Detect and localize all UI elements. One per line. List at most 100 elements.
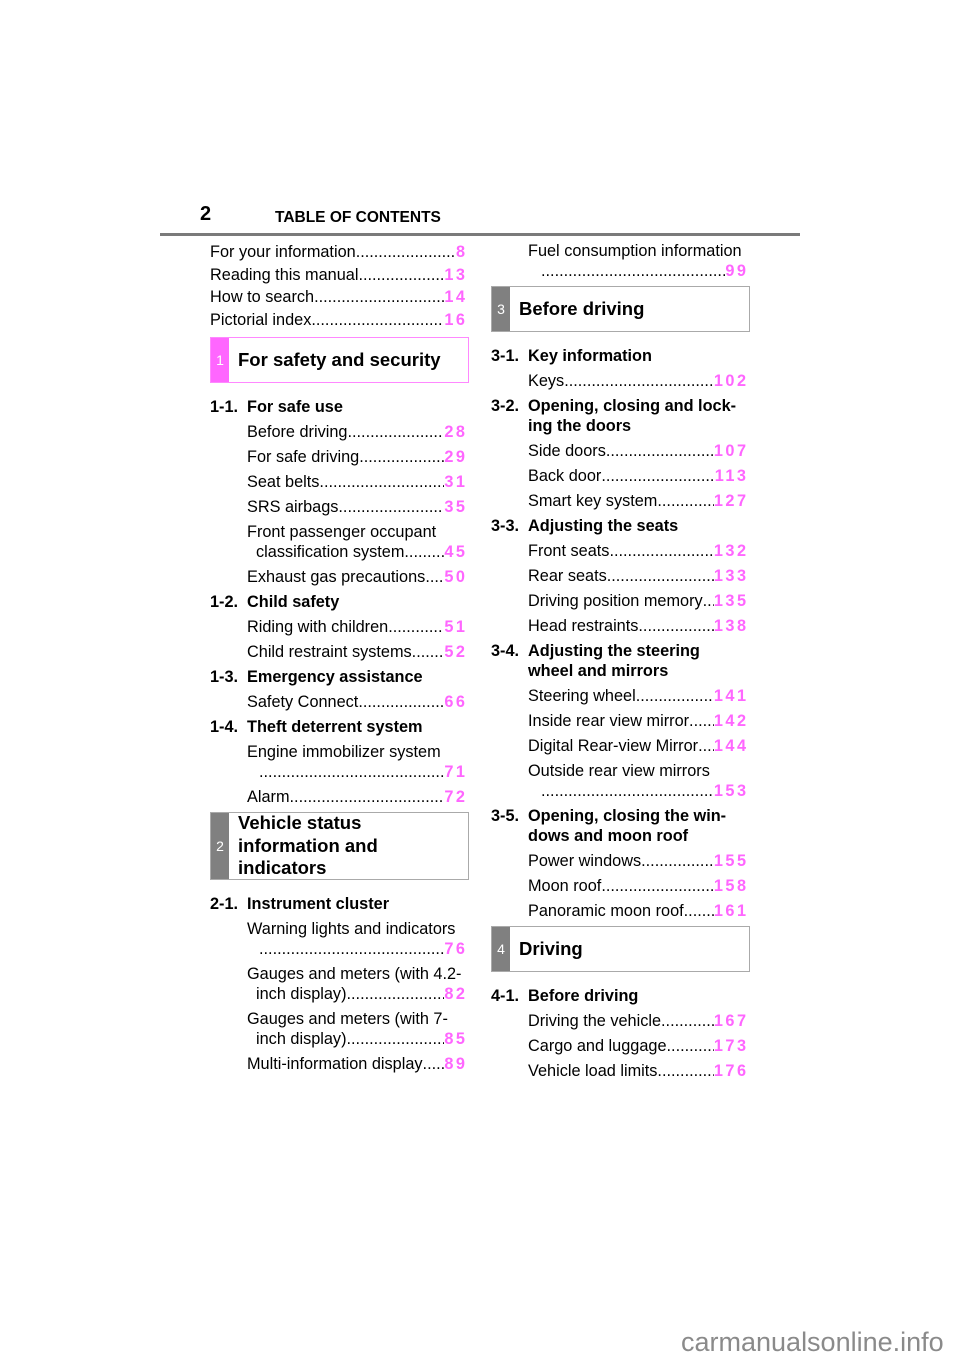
toc-entry[interactable]: For your information8 bbox=[210, 241, 465, 264]
toc-section-heading[interactable]: 3-3.Adjusting the seats bbox=[491, 516, 746, 536]
toc-entry[interactable]: Driving the vehicle167 bbox=[528, 1011, 746, 1031]
toc-entry[interactable]: Pictorial index 16 bbox=[210, 309, 465, 332]
toc-section-heading[interactable]: 4-1.Before driving bbox=[491, 986, 746, 1006]
toc-entry[interactable]: Child restraint systems52 bbox=[247, 642, 465, 662]
toc-entry[interactable]: Vehicle load limits176 bbox=[528, 1061, 746, 1081]
toc-page-link[interactable]: 66 bbox=[444, 692, 468, 711]
toc-page-link[interactable]: 50 bbox=[444, 567, 468, 586]
toc-entry-line: Power windows155 bbox=[528, 851, 746, 871]
toc-page-link[interactable]: 161 bbox=[713, 902, 749, 920]
toc-entry[interactable]: Panoramic moon roof161 bbox=[528, 901, 746, 921]
toc-entry[interactable]: How to search14 bbox=[210, 286, 465, 309]
toc-page-link[interactable]: 176 bbox=[713, 1062, 749, 1080]
toc-entry[interactable]: Moon roof158 bbox=[528, 876, 746, 896]
toc-entry-text: Pictorial index bbox=[210, 311, 312, 330]
toc-page-link[interactable]: 89 bbox=[444, 1054, 468, 1073]
toc-page-link[interactable]: 155 bbox=[713, 852, 749, 870]
section-title-line: Adjusting the steering bbox=[528, 642, 700, 660]
toc-entry[interactable]: Front seats132 bbox=[528, 541, 746, 561]
toc-page-link[interactable]: 85 bbox=[444, 1029, 468, 1048]
toc-page-link[interactable]: 102 bbox=[713, 372, 749, 390]
toc-entry-line: Before driving28 bbox=[247, 422, 465, 442]
toc-section-heading[interactable]: 1-3.Emergency assistance bbox=[210, 667, 465, 687]
toc-page-link[interactable]: 76 bbox=[444, 939, 468, 958]
toc-page-link[interactable]: 99 bbox=[725, 262, 749, 280]
toc-page-link[interactable]: 35 bbox=[444, 497, 468, 516]
toc-page-link[interactable]: 31 bbox=[444, 472, 468, 491]
toc-page-link[interactable]: 28 bbox=[444, 422, 468, 441]
toc-entry[interactable]: Engine immobilizer system71 bbox=[247, 742, 465, 782]
dot-leader bbox=[359, 447, 444, 467]
dot-leader bbox=[661, 1011, 714, 1031]
toc-page-link[interactable]: 107 bbox=[713, 442, 749, 460]
toc-entry[interactable]: Side doors107 bbox=[528, 441, 746, 461]
toc-section-heading[interactable]: 1-1.For safe use bbox=[210, 397, 465, 417]
toc-entry[interactable]: Alarm72 bbox=[247, 787, 465, 807]
toc-section-heading[interactable]: 2-1.Instrument cluster bbox=[210, 894, 465, 914]
toc-page-link[interactable]: 167 bbox=[713, 1012, 749, 1030]
toc-entry[interactable]: Driving position memory135 bbox=[528, 591, 746, 611]
toc-section-heading[interactable]: 1-4.Theft deterrent system bbox=[210, 717, 465, 737]
toc-entry[interactable]: Rear seats133 bbox=[528, 566, 746, 586]
dot-leader bbox=[358, 264, 444, 287]
toc-page-link[interactable]: 127 bbox=[713, 492, 749, 510]
toc-section-heading[interactable]: 3-5.Opening, closing the win-dows and mo… bbox=[491, 806, 746, 846]
toc-page-link[interactable]: 14 bbox=[444, 288, 468, 307]
toc-entry[interactable]: Cargo and luggage 173 bbox=[528, 1036, 746, 1056]
toc-entry[interactable]: Multi-information display89 bbox=[247, 1054, 465, 1074]
toc-entry[interactable]: Exhaust gas precautions50 bbox=[247, 567, 465, 587]
toc-page-link[interactable]: 16 bbox=[444, 311, 468, 330]
toc-page-link[interactable]: 51 bbox=[444, 617, 468, 636]
toc-entry[interactable]: Outside rear view mirrors153 bbox=[528, 761, 746, 801]
toc-page-link[interactable]: 144 bbox=[713, 737, 749, 755]
toc-page-link[interactable]: 52 bbox=[444, 642, 468, 661]
toc-entry[interactable]: Back door113 bbox=[528, 466, 746, 486]
toc-page-link[interactable]: 13 bbox=[444, 265, 468, 284]
toc-page-link[interactable]: 82 bbox=[444, 984, 468, 1003]
toc-section-heading[interactable]: 3-2.Opening, closing and lock-ing the do… bbox=[491, 396, 746, 436]
toc-entry[interactable]: Steering wheel141 bbox=[528, 686, 746, 706]
toc-section-heading[interactable]: 1-2.Child safety bbox=[210, 592, 465, 612]
toc-section-heading[interactable]: 3-1.Key information bbox=[491, 346, 746, 366]
toc-entry[interactable]: Digital Rear-view Mirror144 bbox=[528, 736, 746, 756]
toc-entry[interactable]: SRS airbags35 bbox=[247, 497, 465, 517]
toc-entry[interactable]: Reading this manual13 bbox=[210, 264, 465, 287]
toc-entry[interactable]: Fuel consumption information99 bbox=[528, 241, 746, 281]
toc-page-link[interactable]: 133 bbox=[713, 567, 749, 585]
toc-entry[interactable]: Smart key system127 bbox=[528, 491, 746, 511]
toc-page-link[interactable]: 158 bbox=[713, 877, 749, 895]
toc-page-link[interactable]: 113 bbox=[714, 467, 749, 485]
toc-entry-line: Front passenger occupant bbox=[247, 522, 465, 542]
toc-page-link[interactable]: 142 bbox=[713, 712, 749, 730]
toc-page-link[interactable]: 72 bbox=[444, 787, 468, 806]
toc-entry-text: Cargo and luggage bbox=[528, 1037, 667, 1055]
toc-entry[interactable]: Gauges and meters (with 7-inch display)8… bbox=[247, 1009, 465, 1049]
toc-entry[interactable]: Riding with children51 bbox=[247, 617, 465, 637]
toc-entry[interactable]: Power windows155 bbox=[528, 851, 746, 871]
toc-entry[interactable]: Before driving28 bbox=[247, 422, 465, 442]
toc-page-link[interactable]: 138 bbox=[713, 617, 749, 635]
toc-page-link[interactable]: 45 bbox=[444, 542, 468, 561]
toc-entry[interactable]: Head restraints138 bbox=[528, 616, 746, 636]
toc-entry[interactable]: Gauges and meters (with 4.2-inch display… bbox=[247, 964, 465, 1004]
toc-entry[interactable]: For safe driving29 bbox=[247, 447, 465, 467]
toc-page-link[interactable]: 141 bbox=[713, 687, 749, 705]
toc-page-link[interactable]: 29 bbox=[444, 447, 468, 466]
toc-page-link[interactable]: 71 bbox=[444, 762, 468, 781]
toc-entry[interactable]: Inside rear view mirror142 bbox=[528, 711, 746, 731]
toc-entry[interactable]: Keys102 bbox=[528, 371, 746, 391]
toc-page-link[interactable]: 153 bbox=[713, 782, 749, 800]
toc-page-link[interactable]: 135 bbox=[713, 592, 749, 610]
toc-entry[interactable]: Seat belts31 bbox=[247, 472, 465, 492]
toc-page-link[interactable]: 132 bbox=[713, 542, 749, 560]
toc-entry[interactable]: Safety Connect66 bbox=[247, 692, 465, 712]
toc-page-link[interactable]: 173 bbox=[713, 1037, 749, 1055]
toc-entry[interactable]: Warning lights and indicators76 bbox=[247, 919, 465, 959]
toc-page-link[interactable]: 8 bbox=[455, 243, 468, 261]
